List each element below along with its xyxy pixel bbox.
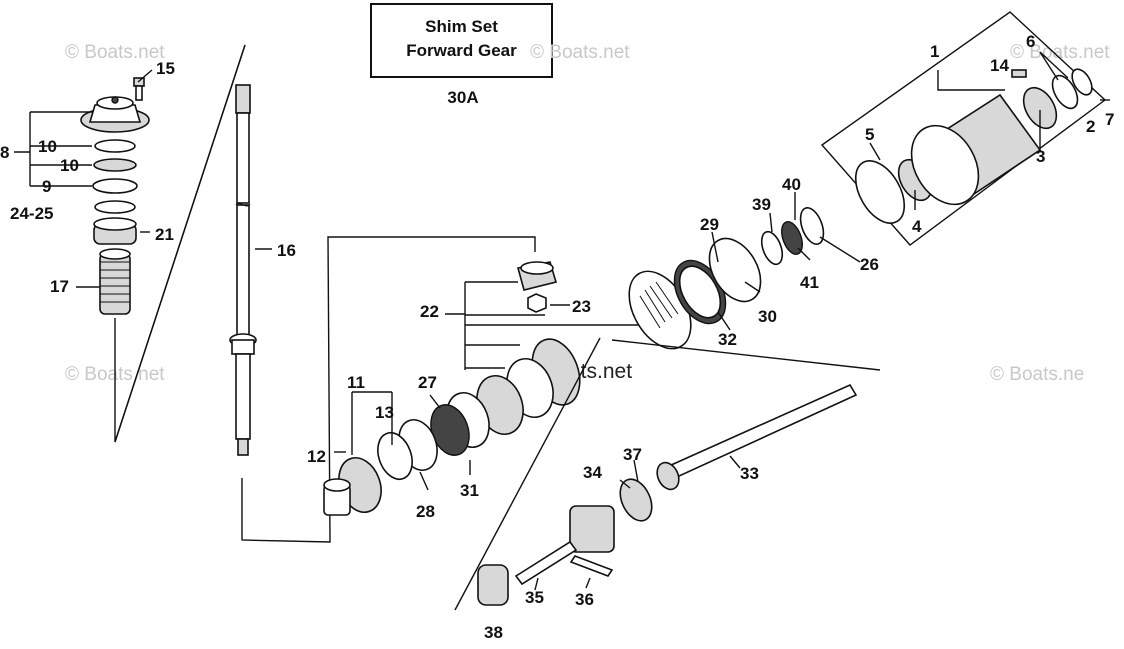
part-label[interactable]: 3: [1036, 147, 1045, 166]
gearcase: [854, 68, 1093, 224]
shim-set-callout: Shim Set Forward Gear: [370, 3, 553, 78]
part-label[interactable]: 15: [156, 59, 175, 78]
pinion-gear: [516, 261, 558, 313]
part-label[interactable]: 28: [416, 502, 435, 521]
part-label[interactable]: 10: [38, 137, 57, 156]
part-label[interactable]: 6: [1026, 32, 1035, 51]
part-label[interactable]: 41: [800, 273, 819, 292]
part-label[interactable]: 29: [700, 215, 719, 234]
shim-washers: [760, 207, 825, 266]
part-label[interactable]: 34: [583, 463, 602, 482]
part-label[interactable]: 12: [307, 447, 326, 466]
part-label[interactable]: 38: [484, 623, 503, 642]
reverse-gear: [628, 237, 762, 350]
part-label[interactable]: 9: [42, 177, 51, 196]
part-label[interactable]: 39: [752, 195, 771, 214]
watermark: © Boats.net: [530, 42, 630, 63]
part-label[interactable]: 7: [1105, 110, 1114, 129]
propeller-shaft: [656, 383, 858, 491]
part-label[interactable]: 13: [375, 403, 394, 422]
part-label[interactable]: 14: [990, 56, 1009, 75]
subassembly-ref: 30A: [447, 88, 479, 107]
part-label[interactable]: 26: [860, 255, 879, 274]
part-label[interactable]: 33: [740, 464, 759, 483]
part-label[interactable]: 22: [420, 302, 439, 321]
drive-shaft: [229, 84, 257, 456]
shim-title-line2: Forward Gear: [406, 41, 517, 60]
part-label[interactable]: 31: [460, 481, 479, 500]
part-label[interactable]: 35: [525, 588, 544, 607]
part-label[interactable]: 17: [50, 277, 69, 296]
part-label[interactable]: 8: [0, 143, 9, 162]
part-label[interactable]: 4: [912, 217, 922, 236]
part-label[interactable]: 36: [575, 590, 594, 609]
watermark: © Boats.ne: [990, 364, 1084, 385]
watermark: © Boats.net: [65, 42, 165, 63]
part-label[interactable]: 16: [277, 241, 296, 260]
part-label[interactable]: 40: [782, 175, 801, 194]
part-label[interactable]: 32: [718, 330, 737, 349]
part-label[interactable]: 21: [155, 225, 174, 244]
clutch-assembly: [477, 478, 653, 606]
part-label[interactable]: 37: [623, 445, 642, 464]
part-label[interactable]: 2: [1086, 117, 1095, 136]
part-label[interactable]: 1: [930, 42, 939, 61]
part-label[interactable]: 10: [60, 156, 79, 175]
upper-bearing-stack: [80, 77, 150, 315]
part-label[interactable]: 30: [758, 307, 777, 326]
shim-title-line1: Shim Set: [425, 17, 498, 36]
watermark: © Boats.net: [1010, 42, 1110, 63]
part-label[interactable]: 27: [418, 373, 437, 392]
part-label[interactable]: 24-25: [10, 204, 53, 223]
part-label[interactable]: 11: [347, 373, 365, 392]
forward-gear-stack: [323, 338, 581, 516]
part-label[interactable]: 5: [865, 125, 874, 144]
part-label[interactable]: 23: [572, 297, 591, 316]
